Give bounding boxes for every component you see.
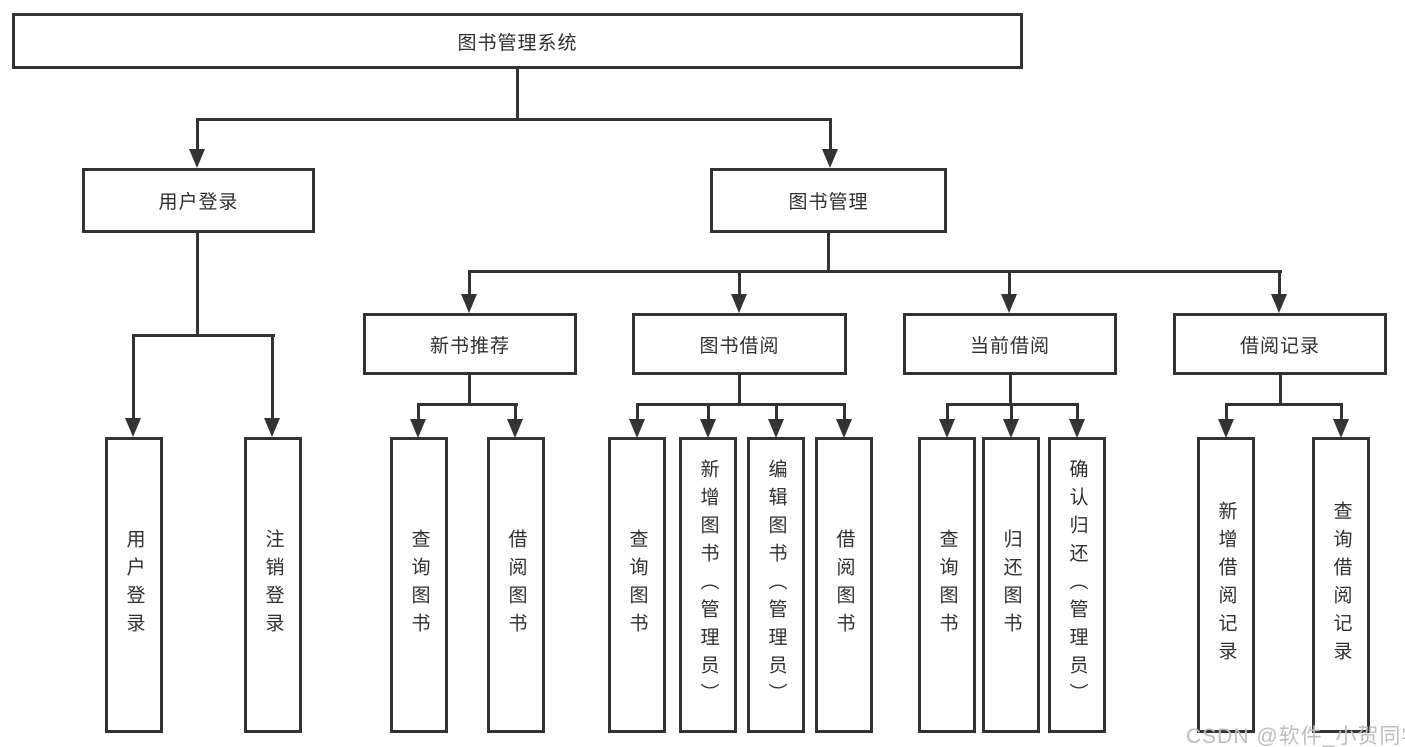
arrow-down-icon (264, 418, 280, 437)
node-label: 借阅图书 (505, 529, 527, 641)
arrow-down-icon (939, 419, 955, 438)
arrow-down-icon (1001, 294, 1017, 313)
edge (707, 406, 710, 421)
edge (636, 403, 846, 406)
edge (468, 375, 471, 405)
node-label: 编辑图书（管理员） (765, 459, 787, 711)
node-label: 新增图书（管理员） (697, 459, 719, 711)
leaf-confirm-return-admin: 确认归还（管理员） (1048, 437, 1106, 733)
edge (636, 406, 639, 421)
edge (843, 406, 846, 421)
node-label: 借阅图书 (833, 529, 855, 641)
arrow-down-icon (1271, 294, 1287, 313)
edge (1340, 406, 1343, 421)
arrow-down-icon (1333, 419, 1349, 438)
leaf-logout: 注销登录 (244, 437, 302, 733)
edge (132, 334, 275, 337)
edge (738, 273, 741, 296)
edge (132, 337, 135, 420)
arrow-down-icon (1003, 419, 1019, 438)
arrow-down-icon (125, 418, 141, 437)
node-label: 当前借阅 (969, 335, 1050, 357)
arrow-down-icon (1218, 419, 1234, 438)
edge (468, 273, 471, 296)
edge (196, 121, 199, 152)
node-label: 图书借阅 (699, 335, 780, 357)
leaf-query-borrow-record: 查询借阅记录 (1312, 437, 1370, 733)
node-label: 查询图书 (936, 529, 958, 641)
arrow-down-icon (836, 419, 852, 438)
node-label: 注销登录 (262, 529, 284, 641)
leaf-query-books-current: 查询图书 (918, 437, 976, 733)
leaf-edit-book-admin: 编辑图书（管理员） (747, 437, 805, 733)
leaf-borrow-books-recommend: 借阅图书 (487, 437, 545, 733)
node-book-management: 图书管理 (710, 168, 947, 233)
arrow-down-icon (629, 419, 645, 438)
node-label: 借阅记录 (1239, 335, 1320, 357)
edge (196, 233, 199, 336)
node-label: 图书管理系统 (457, 32, 578, 54)
node-label: 查询借阅记录 (1330, 501, 1352, 669)
arrow-down-icon (731, 294, 747, 313)
node-book-borrowing: 图书借阅 (632, 313, 847, 375)
node-label: 新书推荐 (429, 335, 510, 357)
node-label: 归还图书 (1000, 529, 1022, 641)
edge (1279, 375, 1282, 405)
node-label: 查询图书 (626, 529, 648, 641)
node-new-book-recommendation: 新书推荐 (363, 313, 577, 375)
edge (196, 118, 832, 121)
edge (775, 406, 778, 421)
leaf-add-borrow-record: 新增借阅记录 (1197, 437, 1255, 733)
arrow-down-icon (700, 419, 716, 438)
edge (417, 403, 518, 406)
arrow-down-icon (461, 294, 477, 313)
leaf-query-books-recommend: 查询图书 (390, 437, 448, 733)
arrow-down-icon (410, 419, 426, 438)
leaf-query-books-borrowing: 查询图书 (608, 437, 666, 733)
edge (417, 406, 420, 421)
node-label: 图书管理 (788, 192, 869, 213)
arrow-down-icon (1069, 419, 1085, 438)
csdn-watermark: CSDN @软件_小贺同学 (1186, 725, 1405, 747)
edge (1009, 375, 1012, 405)
edge (1010, 406, 1013, 421)
leaf-borrow-books-borrowing: 借阅图书 (815, 437, 873, 733)
node-label: 查询图书 (408, 529, 430, 641)
node-label: 用户登录 (158, 192, 239, 213)
edge (468, 270, 1282, 273)
node-label: 用户登录 (123, 529, 145, 641)
edge (946, 403, 1079, 406)
edge (946, 406, 949, 421)
node-label: 确认归还（管理员） (1066, 459, 1088, 711)
edge (827, 233, 830, 272)
leaf-add-book-admin: 新增图书（管理员） (679, 437, 737, 733)
arrow-down-icon (768, 419, 784, 438)
edge (1278, 273, 1281, 296)
edge (1225, 403, 1343, 406)
node-current-borrowing: 当前借阅 (903, 313, 1117, 375)
leaf-user-login: 用户登录 (105, 437, 163, 733)
edge (1008, 273, 1011, 296)
edge (516, 69, 519, 120)
node-borrowing-records: 借阅记录 (1173, 313, 1387, 375)
arrow-down-icon (822, 149, 838, 168)
arrow-down-icon (507, 419, 523, 438)
arrow-down-icon (189, 149, 205, 168)
leaf-return-book: 归还图书 (982, 437, 1040, 733)
node-label: 新增借阅记录 (1215, 501, 1237, 669)
node-library-management-system: 图书管理系统 (12, 13, 1023, 69)
node-user-login: 用户登录 (82, 168, 315, 233)
edge (514, 406, 517, 421)
edge (829, 121, 832, 152)
edge (271, 337, 274, 420)
edge (1076, 406, 1079, 421)
edge (738, 375, 741, 405)
edge (1225, 406, 1228, 421)
